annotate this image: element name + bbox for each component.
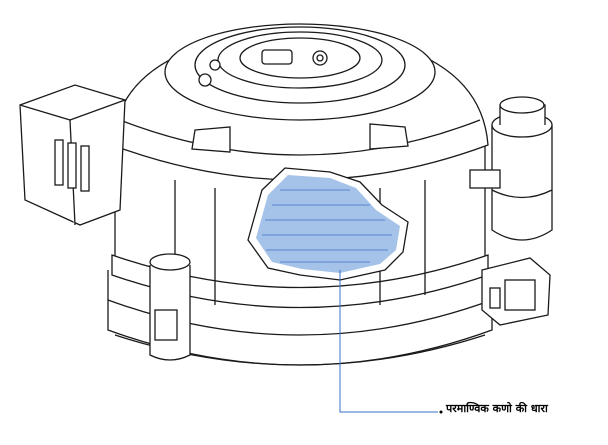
leader-dot bbox=[439, 410, 443, 414]
cutaway-particle-stream bbox=[247, 167, 409, 281]
particle-stream-label: परमाण्विक कणो की धारा bbox=[446, 402, 548, 415]
leader-line bbox=[339, 270, 438, 413]
right-module bbox=[469, 96, 553, 241]
lower-right-module bbox=[481, 257, 551, 326]
left-module bbox=[19, 84, 126, 226]
device-dome bbox=[111, 23, 489, 181]
lower-left-module bbox=[149, 253, 191, 361]
